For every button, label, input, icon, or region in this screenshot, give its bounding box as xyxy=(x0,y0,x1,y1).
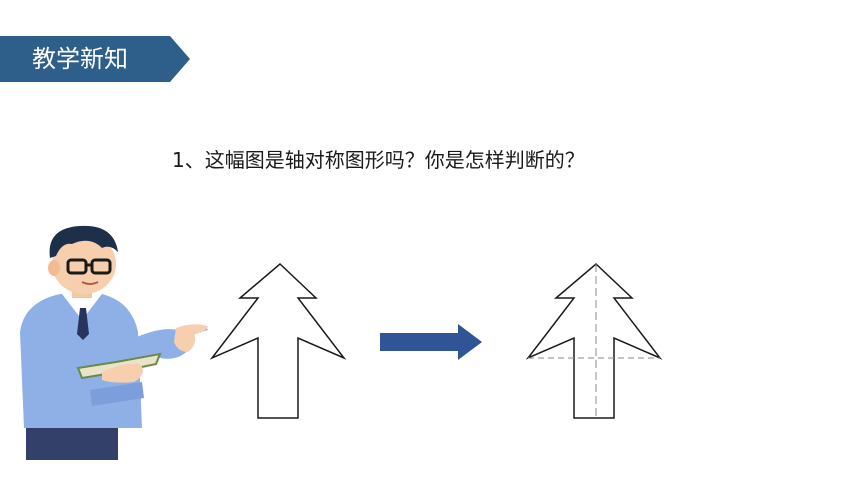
question-text: 1、这幅图是轴对称图形吗？你是怎样判断的？ xyxy=(172,148,585,172)
teacher-hair xyxy=(49,225,118,258)
teacher-left-hand xyxy=(102,363,143,383)
teacher-face xyxy=(52,234,116,294)
teacher-mouth xyxy=(81,281,99,285)
teacher-trousers xyxy=(26,422,118,460)
section-title: 教学新知 xyxy=(32,45,128,73)
teacher-sleeve xyxy=(90,382,144,406)
teacher-hand xyxy=(174,324,208,352)
banner-shape xyxy=(0,36,190,82)
section-banner: 教学新知 xyxy=(0,36,190,82)
tree-arrow-with-axis-figure xyxy=(526,262,663,419)
right-arrow-icon xyxy=(380,324,482,360)
teacher-tie xyxy=(77,308,89,340)
teacher-ear xyxy=(48,260,60,276)
tree-arrow-figure xyxy=(210,262,347,419)
teacher-illustration xyxy=(20,225,208,460)
teacher-collar xyxy=(62,294,102,320)
